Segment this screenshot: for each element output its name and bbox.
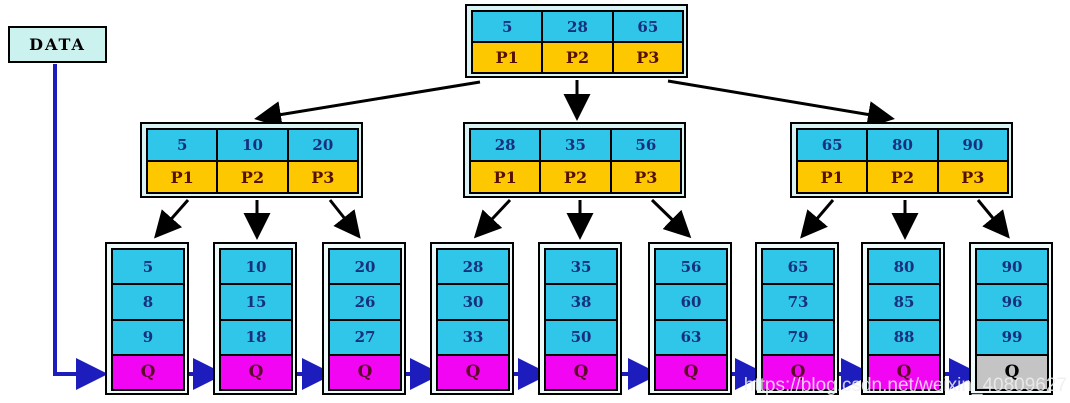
queue-cell: Q (976, 354, 1048, 390)
leaf-grid: 35 38 50 Q (544, 248, 618, 391)
index-node-grid: 5 10 20 P1 P2 P3 (146, 128, 359, 194)
pointer-cell: P3 (937, 161, 1008, 193)
data-source-label: DATA (29, 35, 86, 54)
leaf-node-8: 80 85 88 Q (861, 242, 945, 395)
value-cell: 15 (220, 284, 292, 320)
value-cell: 9 (112, 319, 184, 355)
queue-cell: Q (437, 354, 509, 390)
key-cell: 20 (287, 129, 358, 161)
pointer-cell: P2 (542, 42, 613, 73)
pointer-cell: P1 (472, 42, 543, 73)
root-node-grid: 5 28 65 P1 P2 P3 (471, 10, 684, 74)
value-cell: 85 (868, 284, 940, 320)
index-node-grid: 28 35 56 P1 P2 P3 (469, 128, 682, 194)
value-cell: 50 (545, 319, 617, 355)
value-cell: 8 (112, 284, 184, 320)
leaf-grid: 80 85 88 Q (867, 248, 941, 391)
tree-edge-l2c-leaf7 (800, 199, 835, 239)
value-cell: 90 (976, 249, 1048, 285)
value-cell: 5 (112, 249, 184, 285)
tree-edge-root-right (667, 79, 895, 128)
key-cell: 5 (472, 11, 543, 42)
data-source-box: DATA (8, 26, 107, 63)
queue-cell: Q (545, 354, 617, 390)
key-cell: 28 (470, 129, 541, 161)
queue-cell: Q (329, 354, 401, 390)
value-cell: 26 (329, 284, 401, 320)
value-cell: 38 (545, 284, 617, 320)
leaf-grid: 65 73 79 Q (761, 248, 835, 391)
data-feed-link (53, 64, 108, 390)
key-cell: 56 (610, 129, 681, 161)
key-cell: 28 (542, 11, 613, 42)
value-cell: 88 (868, 319, 940, 355)
key-cell: 80 (867, 129, 938, 161)
leaf-node-7: 65 73 79 Q (755, 242, 839, 395)
leaf-grid: 10 15 18 Q (219, 248, 293, 391)
value-cell: 65 (762, 249, 834, 285)
value-cell: 33 (437, 319, 509, 355)
leaf-grid: 90 96 99 Q (975, 248, 1049, 391)
pointer-cell: P2 (867, 161, 938, 193)
index-node-right: 65 80 90 P1 P2 P3 (790, 122, 1013, 198)
tree-edge-l2b-leaf4 (473, 198, 512, 239)
value-cell: 35 (545, 249, 617, 285)
leaf-grid: 5 8 9 Q (111, 248, 185, 391)
tree-edge-l2b-leaf6 (650, 198, 692, 239)
index-node-left: 5 10 20 P1 P2 P3 (140, 122, 363, 198)
queue-cell: Q (220, 354, 292, 390)
pointer-cell: P1 (147, 161, 218, 193)
root-index-node: 5 28 65 P1 P2 P3 (465, 4, 688, 78)
value-cell: 79 (762, 319, 834, 355)
pointer-cell: P1 (470, 161, 541, 193)
value-cell: 80 (868, 249, 940, 285)
key-cell: 10 (217, 129, 288, 161)
value-cell: 10 (220, 249, 292, 285)
leaf-grid: 20 26 27 Q (328, 248, 402, 391)
leaf-grid: 56 60 63 Q (654, 248, 728, 391)
leaf-node-3: 20 26 27 Q (322, 242, 406, 395)
index-node-middle: 28 35 56 P1 P2 P3 (463, 122, 686, 198)
leaf-node-1: 5 8 9 Q (105, 242, 189, 395)
pointer-cell: P1 (797, 161, 868, 193)
value-cell: 73 (762, 284, 834, 320)
leaf-node-4: 28 30 33 Q (430, 242, 514, 395)
queue-cell: Q (762, 354, 834, 390)
tree-edge-l2a-leaf3 (328, 199, 361, 239)
leaf-node-9: 90 96 99 Q (969, 242, 1053, 395)
value-cell: 60 (655, 284, 727, 320)
tree-edge-l2c-leaf9 (976, 199, 1010, 239)
pointer-cell: P3 (610, 161, 681, 193)
queue-cell: Q (868, 354, 940, 390)
pointer-cell: P2 (540, 161, 611, 193)
value-cell: 99 (976, 319, 1048, 355)
queue-cell: Q (655, 354, 727, 390)
tree-edge-root-left (254, 80, 481, 128)
pointer-cell: P2 (217, 161, 288, 193)
pointer-cell: P3 (612, 42, 683, 73)
key-cell: 5 (147, 129, 218, 161)
tree-edge-l2a-leaf1 (154, 199, 190, 239)
key-cell: 65 (612, 11, 683, 42)
pointer-cell: P3 (287, 161, 358, 193)
value-cell: 63 (655, 319, 727, 355)
value-cell: 96 (976, 284, 1048, 320)
leaf-grid: 28 30 33 Q (436, 248, 510, 391)
value-cell: 28 (437, 249, 509, 285)
value-cell: 30 (437, 284, 509, 320)
value-cell: 18 (220, 319, 292, 355)
leaf-node-5: 35 38 50 Q (538, 242, 622, 395)
key-cell: 35 (540, 129, 611, 161)
key-cell: 90 (937, 129, 1008, 161)
leaf-node-6: 56 60 63 Q (648, 242, 732, 395)
key-cell: 65 (797, 129, 868, 161)
value-cell: 20 (329, 249, 401, 285)
value-cell: 27 (329, 319, 401, 355)
value-cell: 56 (655, 249, 727, 285)
index-node-grid: 65 80 90 P1 P2 P3 (796, 128, 1009, 194)
leaf-node-2: 10 15 18 Q (213, 242, 297, 395)
queue-cell: Q (112, 354, 184, 390)
